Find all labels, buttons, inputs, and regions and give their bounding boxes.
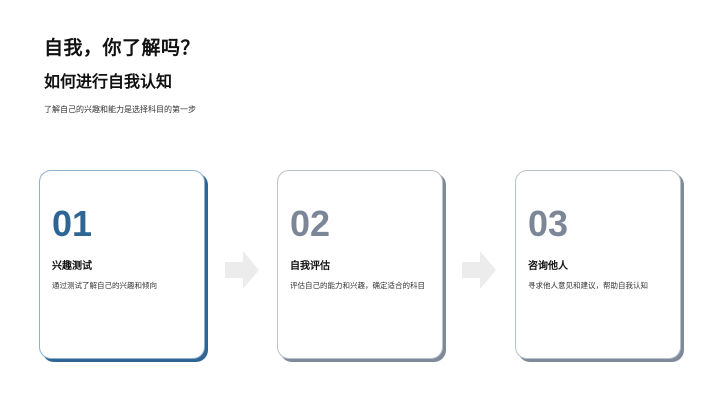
step-number: 01 (52, 203, 93, 244)
page-description: 了解自己的兴趣和能力是选择科目的第一步 (44, 105, 196, 114)
step-card-2: 02 自我评估 评估自己的能力和兴趣，确定适合的科目 (277, 170, 443, 359)
page-title: 自我，你了解吗？ (44, 37, 201, 59)
step-body: 评估自己的能力和兴趣，确定适合的科目 (290, 281, 425, 290)
step-body: 通过测试了解自己的兴趣和倾向 (52, 281, 157, 290)
page-subtitle: 如何进行自我认知 (44, 72, 173, 91)
step-number: 03 (528, 203, 569, 244)
step-number: 02 (290, 203, 331, 244)
step-card-1: 01 兴趣测试 通过测试了解自己的兴趣和倾向 (39, 170, 205, 359)
step-title: 自我评估 (290, 261, 330, 272)
step-card-3: 03 咨询他人 寻求他人意见和建议，帮助自我认知 (515, 170, 681, 359)
step-title: 兴趣测试 (52, 261, 92, 272)
step-title: 咨询他人 (528, 261, 568, 272)
arrow-right-icon (462, 251, 496, 289)
step-body: 寻求他人意见和建议，帮助自我认知 (528, 281, 648, 290)
arrow-right-icon (225, 251, 259, 289)
